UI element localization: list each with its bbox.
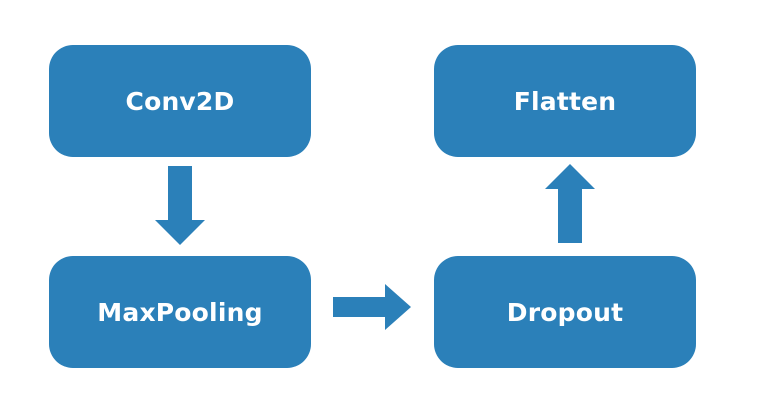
arrow-right-icon xyxy=(333,284,411,330)
arrow-down-icon xyxy=(155,166,205,245)
node-label-conv2d: Conv2D xyxy=(125,86,235,116)
node-dropout: Dropout xyxy=(434,256,696,368)
node-label-maxpooling: MaxPooling xyxy=(97,297,263,327)
node-maxpooling: MaxPooling xyxy=(49,256,311,368)
node-conv2d: Conv2D xyxy=(49,45,311,157)
arrow-up-icon xyxy=(545,164,595,243)
node-label-flatten: Flatten xyxy=(513,86,617,116)
node-flatten: Flatten xyxy=(434,45,696,157)
node-label-dropout: Dropout xyxy=(506,297,624,327)
